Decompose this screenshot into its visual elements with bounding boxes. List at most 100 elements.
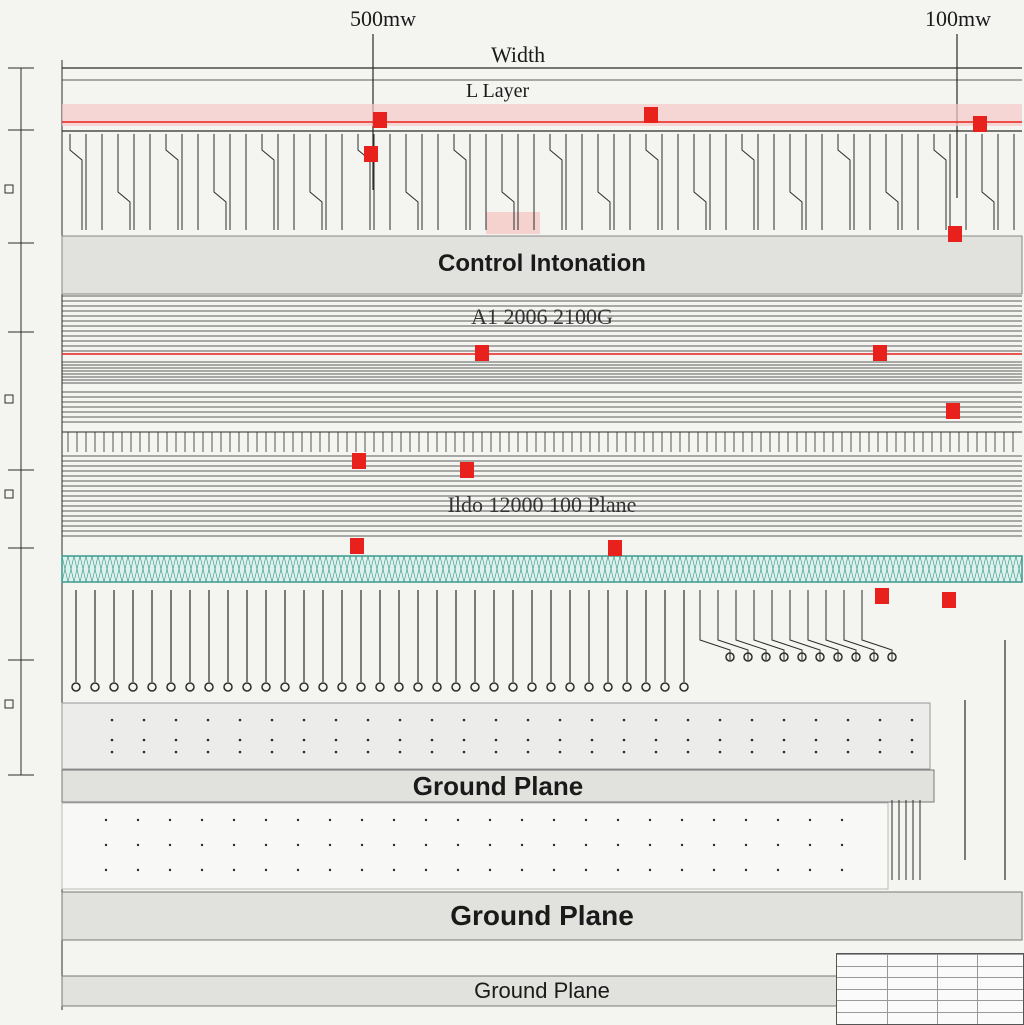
title-block-row	[837, 1000, 1023, 1002]
mesh-hatch	[463, 555, 471, 583]
mesh-hatch	[727, 555, 735, 583]
via-dot	[488, 868, 492, 872]
via-dot	[622, 750, 626, 754]
via-dot	[814, 738, 818, 742]
vertical-trace	[213, 134, 227, 230]
via-dot	[846, 718, 850, 722]
mesh-hatch	[445, 555, 453, 583]
dimension-left-label: 500mw	[350, 6, 416, 31]
signal-traces	[62, 134, 1022, 880]
via-dot	[430, 750, 434, 754]
layer-label: L Layer	[466, 80, 530, 102]
vertical-trace	[309, 134, 323, 230]
pin-pad	[743, 652, 753, 662]
title-block-column	[937, 954, 938, 1024]
via-dot	[526, 750, 530, 754]
via-dot	[494, 750, 498, 754]
via-dot	[910, 718, 914, 722]
ground-plane-label-2: Ground Plane	[450, 900, 634, 931]
mesh-hatch	[109, 555, 117, 583]
mesh-hatch	[643, 555, 651, 583]
via-dot	[142, 718, 146, 722]
mesh-hatch	[745, 555, 753, 583]
via-dot	[302, 750, 306, 754]
via-dot	[136, 818, 140, 822]
pin-pad	[797, 652, 807, 662]
vertical-trace	[117, 134, 131, 230]
via-dot	[808, 818, 812, 822]
via-dot	[232, 868, 236, 872]
mesh-hatch	[703, 555, 711, 583]
mesh-hatch	[319, 555, 327, 583]
via-dot	[718, 750, 722, 754]
via-dot	[462, 718, 466, 722]
title-block-column	[887, 954, 888, 1024]
via-marker	[608, 540, 622, 556]
via-dot	[334, 750, 338, 754]
via-marker	[364, 146, 378, 162]
mesh-hatch	[583, 555, 591, 583]
via-marker	[942, 592, 956, 608]
width-label: Width	[491, 42, 546, 67]
mesh-hatch	[757, 555, 765, 583]
mesh-hatch	[859, 555, 867, 583]
routed-trace	[717, 590, 749, 660]
pin-pad	[394, 682, 404, 692]
via-dot	[328, 843, 332, 847]
via-dot	[712, 868, 716, 872]
via-marker	[460, 462, 474, 478]
pin-pad	[508, 682, 518, 692]
pin-pad	[815, 652, 825, 662]
mesh-hatch	[439, 555, 447, 583]
via-dot	[520, 818, 524, 822]
via-marker	[875, 588, 889, 604]
mesh-hatch	[949, 555, 957, 583]
mesh-hatch	[847, 555, 855, 583]
via-dot	[270, 750, 274, 754]
ruler-mark	[4, 489, 14, 499]
via-dot	[238, 750, 242, 754]
pin-pad	[622, 682, 632, 692]
via-dot	[654, 738, 658, 742]
via-dot	[110, 738, 114, 742]
pin-pad	[185, 682, 195, 692]
pin-pad	[546, 682, 556, 692]
via-dot	[264, 868, 268, 872]
mesh-hatch	[961, 555, 969, 583]
mesh-hatch	[883, 555, 891, 583]
pin-pad	[432, 682, 442, 692]
highlight-patch	[486, 212, 540, 234]
pin-pad	[356, 682, 366, 692]
via-dot	[296, 843, 300, 847]
via-dot	[206, 750, 210, 754]
mesh-hatch	[73, 555, 81, 583]
mesh-hatch	[1015, 555, 1023, 583]
via-dot	[558, 718, 562, 722]
mesh-hatch	[427, 555, 435, 583]
mesh-hatch	[661, 555, 669, 583]
mesh-hatch	[451, 555, 459, 583]
title-block-row	[837, 988, 1023, 990]
ruler-mark	[4, 699, 14, 709]
mesh-hatch	[325, 555, 333, 583]
via-dot	[686, 718, 690, 722]
mesh-hatch	[613, 555, 621, 583]
routed-trace	[807, 590, 839, 660]
via-dot	[168, 868, 172, 872]
mesh-hatch	[313, 555, 321, 583]
mesh-hatch	[955, 555, 963, 583]
via-dot	[104, 818, 108, 822]
mesh-band	[61, 555, 1023, 583]
mesh-hatch	[991, 555, 999, 583]
via-dot	[718, 738, 722, 742]
pin-pad	[299, 682, 309, 692]
vertical-trace	[933, 134, 947, 230]
pin-pad	[261, 682, 271, 692]
via-dot	[840, 868, 844, 872]
mesh-hatch	[811, 555, 819, 583]
mesh-hatch	[487, 555, 495, 583]
mesh-hatch	[199, 555, 207, 583]
frame-lines	[4, 34, 1022, 1010]
pin-pad	[242, 682, 252, 692]
mesh-hatch	[577, 555, 585, 583]
